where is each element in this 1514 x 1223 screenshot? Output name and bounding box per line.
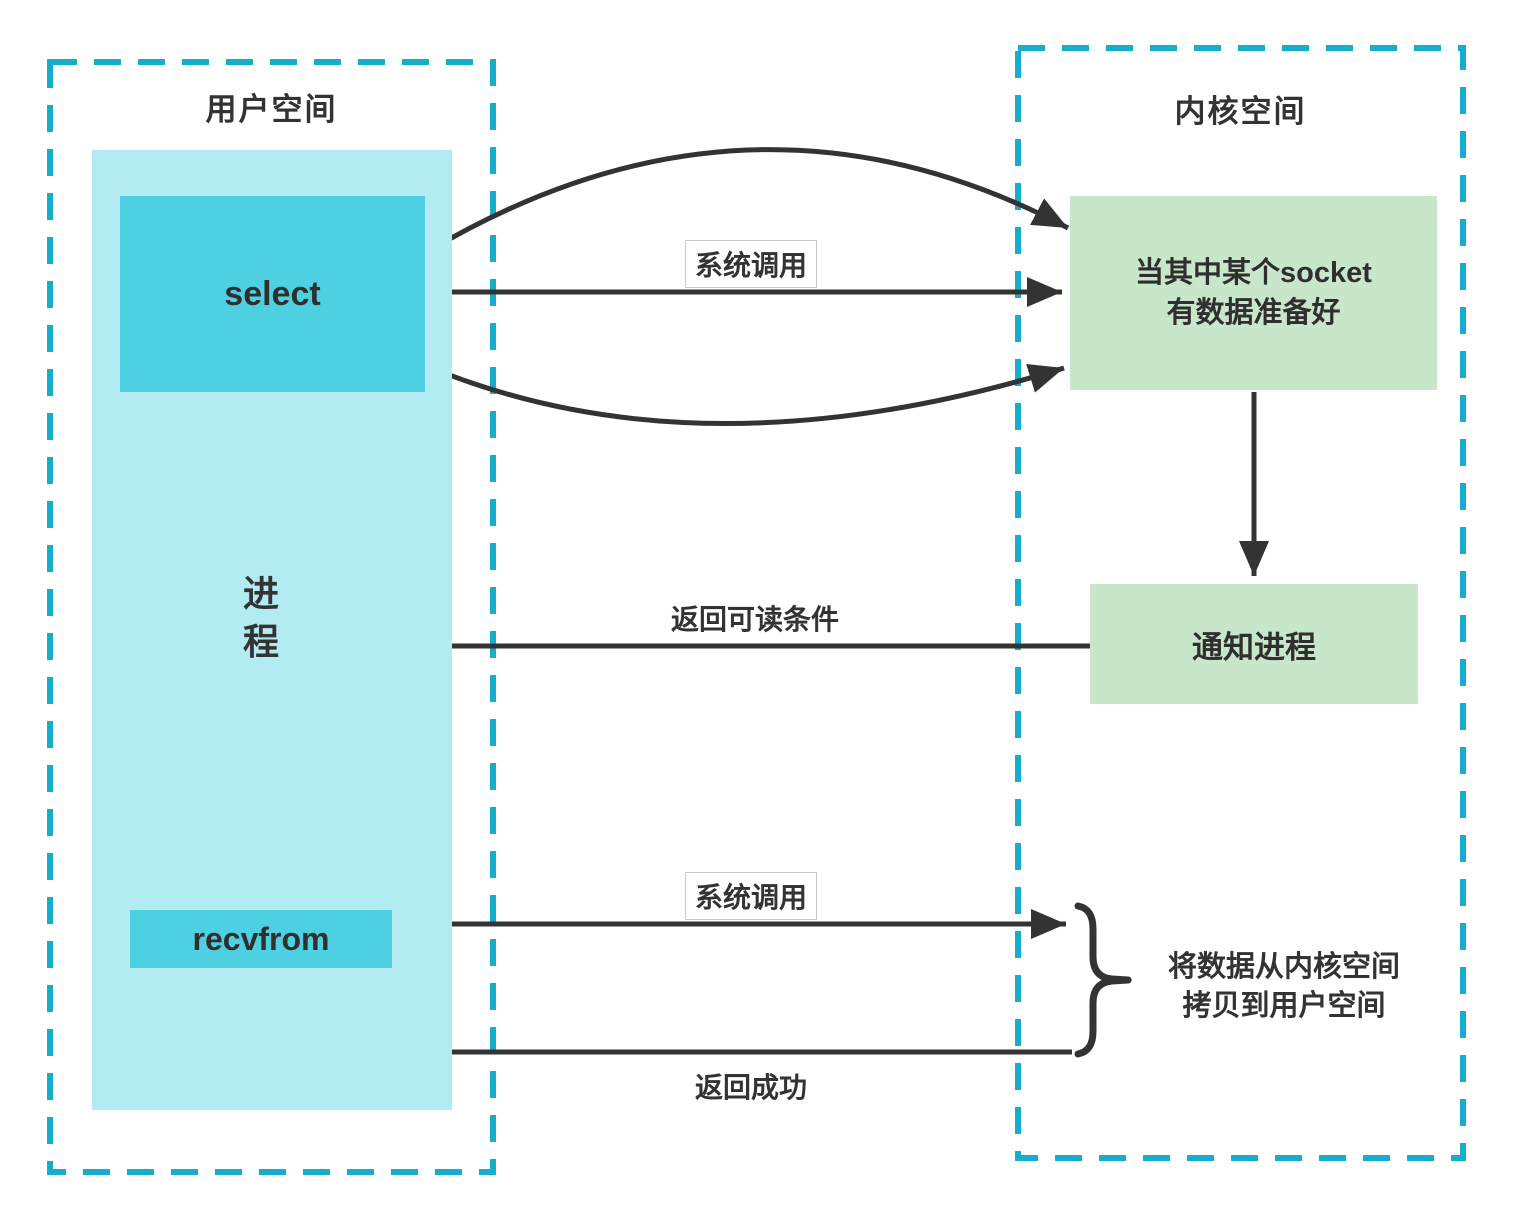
copy-brace-top (1074, 902, 1132, 984)
select-box: select (120, 196, 425, 392)
recvfrom-box: recvfrom (130, 910, 392, 968)
copy-brace-bottom (1074, 976, 1132, 1058)
copy-note: 将数据从内核空间 拷贝到用户空间 (1168, 948, 1400, 1026)
user-space-title: 用户空间 (205, 92, 338, 127)
return-success-label: 返回成功 (694, 1072, 808, 1103)
syscall-bottom-label: 系统调用 (684, 872, 818, 920)
copy-note-line2: 拷贝到用户空间 (1182, 990, 1386, 1022)
return-readable-label: 返回可读条件 (670, 604, 840, 635)
process-label: 进 程 (228, 570, 294, 666)
socket-ready-line2: 有数据准备好 (1166, 297, 1341, 329)
select-to-socket-top-arrow (425, 147, 1070, 255)
notify-process-box: 通知进程 (1090, 584, 1418, 704)
copy-note-line1: 将数据从内核空间 (1167, 951, 1401, 983)
select-to-socket-bottom-arrow (426, 363, 1065, 426)
process-label-line1: 进 (242, 573, 279, 614)
syscall-top-label: 系统调用 (684, 240, 818, 288)
user-space-frame (47, 59, 496, 1175)
socket-ready-line1: 当其中某个socket (1135, 257, 1372, 289)
process-label-line2: 程 (242, 621, 279, 662)
socket-ready-box: 当其中某个socket 有数据准备好 (1070, 196, 1437, 390)
kernel-space-title: 内核空间 (1174, 94, 1307, 129)
kernel-space-frame (1015, 45, 1466, 1161)
